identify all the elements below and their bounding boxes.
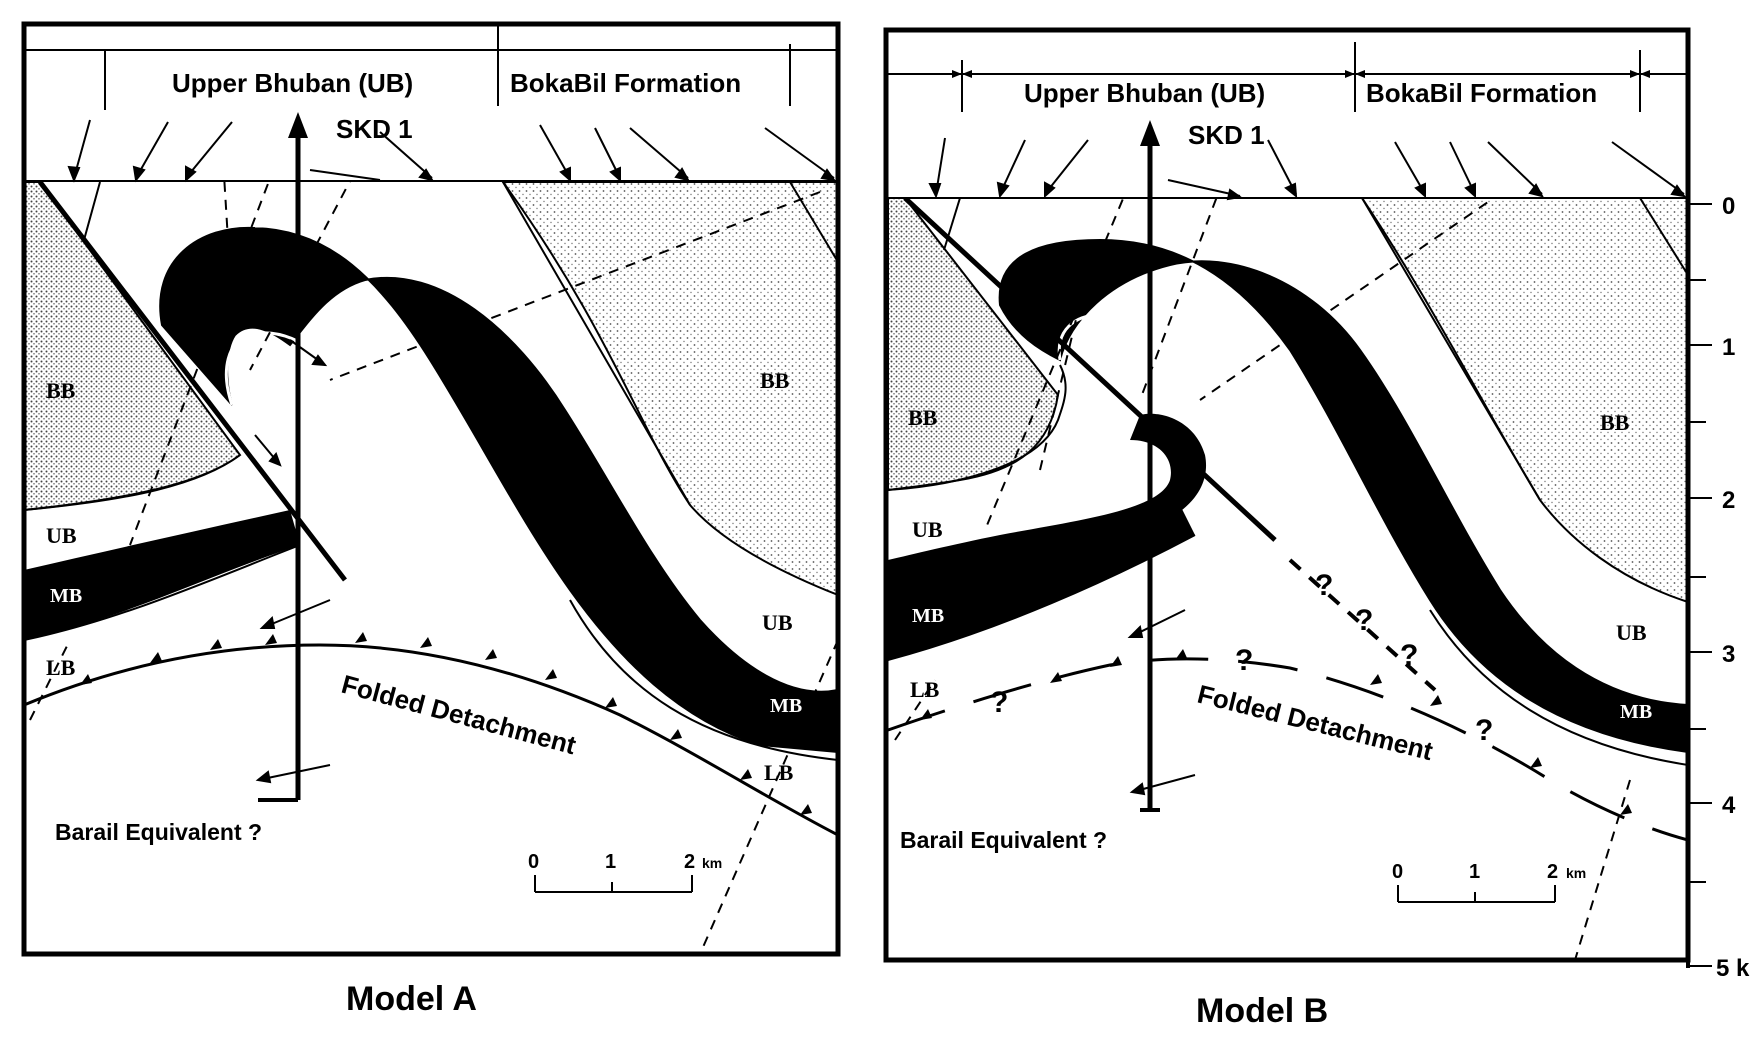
svg-text:2: 2 <box>684 851 695 873</box>
depth-tick-2: 2 <box>1722 487 1735 514</box>
model-a-formation-bokabil: BokaBil Formation <box>510 68 741 98</box>
model-a-mb-flat <box>24 510 300 640</box>
model-a-panel: Upper Bhuban (UB) BokaBil Formation <box>21 21 841 1018</box>
depth-tick-0: 0 <box>1722 193 1735 220</box>
model-b-formation-ub: Upper Bhuban (UB) <box>1024 78 1265 108</box>
model-b-formation-bokabil: BokaBil Formation <box>1366 78 1597 108</box>
model-b-mb-flat <box>888 505 1195 660</box>
model-b-well-skd1: SKD 1 <box>1140 120 1265 812</box>
model-b-label-bb-left: BB <box>908 405 938 430</box>
model-a-label-lb-left: LB <box>46 655 76 680</box>
model-a-section: BB BB UB UB MB MB LB LB Folded Detachmen… <box>24 181 838 954</box>
depth-tick-4: 4 <box>1722 792 1736 819</box>
model-b-thrust-fault <box>903 198 1277 542</box>
depth-tick-5: 5 k <box>1716 955 1750 982</box>
model-a-label-barail: Barail Equivalent ? <box>55 819 262 845</box>
model-b-query-6: ? <box>1400 639 1418 672</box>
model-b-label-lb-left: LB <box>910 677 940 702</box>
model-a-scale-bar: 0 1 2 km <box>528 851 722 893</box>
depth-tick-1: 1 <box>1722 334 1735 361</box>
svg-text:km: km <box>702 855 722 871</box>
model-a-label-bb-left: BB <box>46 378 76 403</box>
model-b-surface-arrows <box>928 137 1687 201</box>
model-b-title: Model B <box>1196 992 1328 1030</box>
model-a-title: Model A <box>346 980 477 1018</box>
model-a-label-bb-right: BB <box>760 368 790 393</box>
model-a-well-skd1: SKD 1 <box>258 112 413 802</box>
model-a-header: Upper Bhuban (UB) BokaBil Formation <box>24 24 836 110</box>
svg-text:1: 1 <box>1469 861 1480 883</box>
model-a-label-mb-right: MB <box>770 695 802 717</box>
svg-text:1: 1 <box>605 851 616 873</box>
depth-axis: 0 1 2 3 4 5 k <box>1686 40 1750 982</box>
model-a-surface-arrows <box>67 119 837 183</box>
model-b-label-bb-right: BB <box>1600 410 1630 435</box>
model-b-query-3: ? <box>1475 714 1493 747</box>
model-b-query-5: ? <box>1355 604 1373 637</box>
model-b-label-ub-left: UB <box>912 517 943 542</box>
depth-tick-3: 3 <box>1722 641 1735 668</box>
model-a-formation-ub: Upper Bhuban (UB) <box>172 68 413 98</box>
model-b-label-mb-right: MB <box>1620 701 1652 723</box>
model-b-label-mb-left: MB <box>912 605 944 627</box>
model-b-panel: Upper Bhuban (UB) BokaBil Formation <box>883 27 1691 1030</box>
model-a-label-detachment: Folded Detachment <box>338 669 579 761</box>
svg-text:2: 2 <box>1547 861 1558 883</box>
model-a-label-lb-right: LB <box>764 760 794 785</box>
model-b-scale-bar: 0 1 2 km <box>1392 861 1586 903</box>
model-b-folded-detachment <box>888 657 1688 842</box>
model-b-query-4: ? <box>1315 569 1333 602</box>
model-b-query-1: ? <box>990 686 1008 719</box>
svg-text:0: 0 <box>1392 861 1403 883</box>
model-b-section: ? ? ? ? ? ? BB <box>888 198 1688 960</box>
svg-text:km: km <box>1566 865 1586 881</box>
model-a-label-mb-left: MB <box>50 585 82 607</box>
model-b-label-barail: Barail Equivalent ? <box>900 827 1107 853</box>
model-b-label-detachment: Folded Detachment <box>1195 679 1437 767</box>
model-b-well-label: SKD 1 <box>1188 120 1265 150</box>
model-b-mb-fold <box>998 238 1688 754</box>
svg-text:0: 0 <box>528 851 539 873</box>
model-b-label-ub-right: UB <box>1616 620 1647 645</box>
model-a-label-ub-right: UB <box>762 610 793 635</box>
model-b-query-2: ? <box>1235 644 1253 677</box>
model-a-mb-fold <box>159 226 838 754</box>
model-a-well-label: SKD 1 <box>336 114 413 144</box>
model-a-thrust-fault <box>38 181 347 582</box>
model-a-folded-detachment <box>24 643 838 837</box>
model-b-header: Upper Bhuban (UB) BokaBil Formation <box>888 42 1688 112</box>
model-a-label-ub-left: UB <box>46 523 77 548</box>
